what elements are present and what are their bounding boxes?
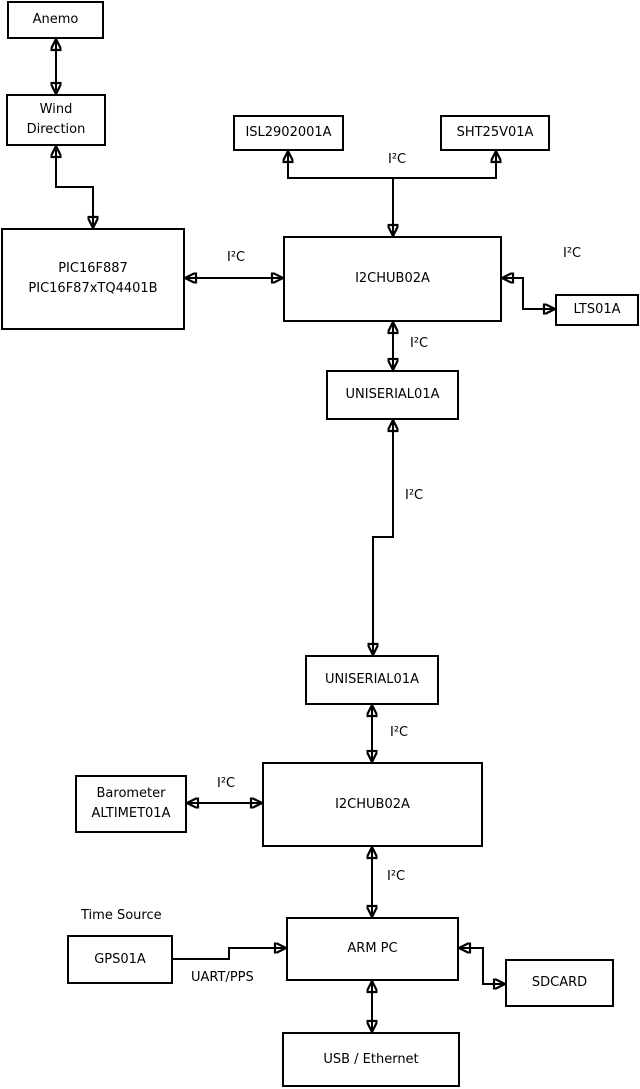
edge-label-uart-pps: UART/PPS xyxy=(191,970,254,985)
connector-wind-pic xyxy=(56,146,93,228)
node-i2chub02a-1-label: I2CHUB02A xyxy=(355,271,430,286)
node-isl2902001a: ISL2902001A xyxy=(233,115,344,151)
connector-uniserial1-uniserial2 xyxy=(373,420,393,655)
edge-label-i2c-hub2-armpc: I²C xyxy=(387,869,406,884)
node-sdcard-label: SDCARD xyxy=(531,975,588,990)
node-uniserial01a-2-label: UNISERIAL01A xyxy=(325,672,419,687)
node-wind-direction-label: Wind Direction xyxy=(26,102,86,137)
node-wind-direction: Wind Direction xyxy=(6,94,106,146)
connector-gps-armpc xyxy=(173,948,286,960)
edge-label-i2c-uniserial-link: I²C xyxy=(405,488,424,503)
edge-label-i2c-barometer-hub2: I²C xyxy=(217,776,236,791)
node-gps01a: GPS01A xyxy=(67,935,173,984)
node-usb-ethernet-label: USB / Ethernet xyxy=(323,1051,419,1067)
node-isl2902001a-label: ISL2902001A xyxy=(245,125,332,140)
edge-label-i2c-pic-hub1: I²C xyxy=(227,250,246,265)
node-usb-ethernet: USB / Ethernet xyxy=(282,1032,460,1087)
node-uniserial01a-1: UNISERIAL01A xyxy=(326,370,459,420)
edge-label-i2c-hub1-uniserial1: I²C xyxy=(410,336,429,351)
node-sht25v01a-label: SHT25V01A xyxy=(456,125,534,140)
edge-label-i2c-isl-sht: I²C xyxy=(388,152,407,167)
node-pic16f887-label: PIC16F887 PIC16F87xTQ4401B xyxy=(28,261,158,296)
node-uniserial01a-1-label: UNISERIAL01A xyxy=(345,387,440,402)
node-anemo-label: Anemo xyxy=(32,12,79,27)
node-uniserial01a-2: UNISERIAL01A xyxy=(305,655,439,705)
node-lts01a: LTS01A xyxy=(555,294,639,326)
connector-armpc-sdcard xyxy=(459,948,505,984)
node-pic16f887: PIC16F887 PIC16F87xTQ4401B xyxy=(1,228,185,330)
node-arm-pc: ARM PC xyxy=(286,917,459,981)
node-barometer-altimet01a: Barometer ALTIMET01A xyxy=(75,775,187,833)
edge-label-i2c-uniserial2-hub2: I²C xyxy=(390,725,409,740)
node-sht25v01a: SHT25V01A xyxy=(440,115,550,151)
node-i2chub02a-2-label: I2CHUB02A xyxy=(335,796,410,812)
edge-label-i2c-hub1-lts: I²C xyxy=(563,246,582,261)
node-lts01a-label: LTS01A xyxy=(573,302,621,317)
node-gps01a-label: GPS01A xyxy=(94,951,146,967)
annotation-time-source: Time Source xyxy=(81,908,162,923)
node-arm-pc-label: ARM PC xyxy=(347,941,398,956)
node-anemo: Anemo xyxy=(7,1,104,39)
node-barometer-altimet01a-label: Barometer ALTIMET01A xyxy=(91,786,171,821)
connector-i2chub1-lts xyxy=(502,278,555,309)
connector-i2chub1-isl-sht xyxy=(288,151,496,236)
